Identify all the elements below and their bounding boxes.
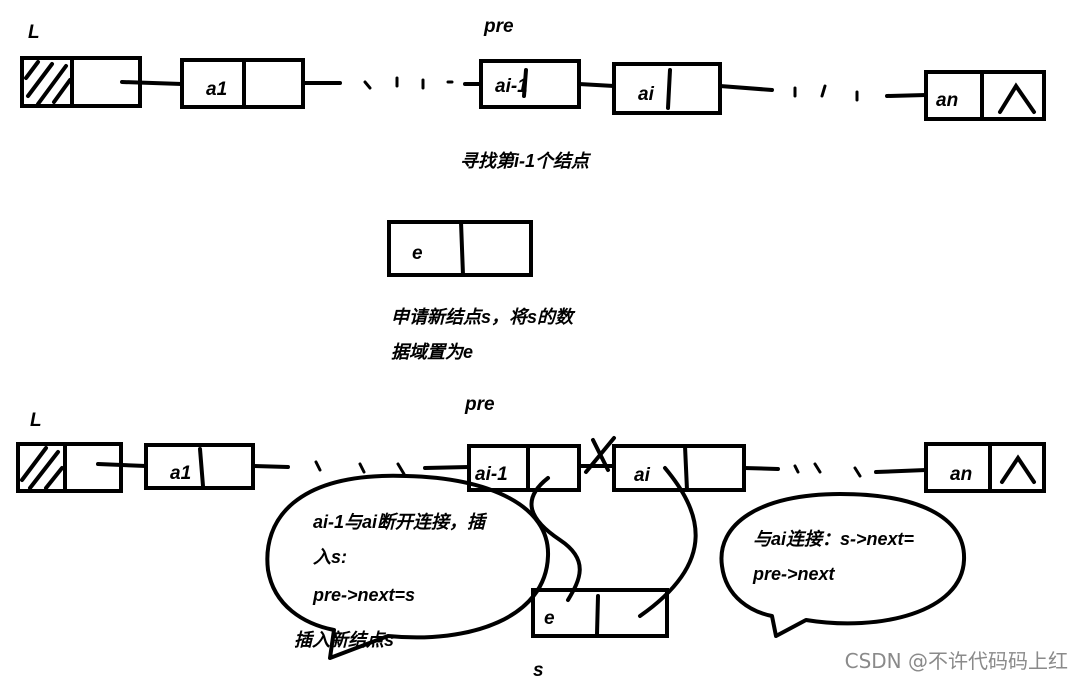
bottom-link-into-ai-1	[423, 465, 471, 470]
top-ellipsis-1	[363, 76, 454, 90]
bottom-ellipsis-2	[793, 462, 862, 478]
top-node-ai-label: ai	[638, 84, 655, 105]
bottom-link-ai-out	[742, 466, 780, 471]
bubble-left-tail-text: 插入新结点s	[294, 630, 394, 650]
bubble-right-line1: 与ai连接：s->next=	[753, 529, 915, 549]
bottom-link-into-an	[874, 468, 928, 474]
bottom-node-a1: a1	[144, 443, 255, 490]
bottom-new-node-label: e	[544, 608, 555, 629]
bottom-pre-label: pre	[464, 394, 495, 415]
top-node-a1-label: a1	[206, 79, 227, 100]
bottom-node-ai-1: ai-1	[467, 444, 581, 492]
top-node-ai: ai	[612, 62, 722, 115]
bottom-row: L pre a1 ai-1	[16, 394, 1046, 681]
bottom-head-node	[16, 442, 123, 493]
bottom-s-label: s	[533, 660, 544, 681]
bottom-node-an-label: an	[950, 464, 972, 485]
bottom-link-a1-out	[251, 464, 290, 469]
bottom-node-ai-label: ai	[634, 465, 651, 486]
bubble-left-line3: pre->next=s	[312, 585, 415, 605]
top-node-ai-1: ai-1	[479, 59, 581, 109]
top-node-a1: a1	[180, 58, 305, 109]
cut-mark-icon	[584, 436, 616, 474]
bottom-null-icon	[1000, 454, 1036, 484]
bottom-link-head-a1	[96, 462, 148, 468]
bottom-node-an: an	[924, 442, 1046, 493]
top-link-head-a1	[120, 80, 184, 86]
top-link-into-an	[885, 93, 928, 98]
speech-bubble-right: 与ai连接：s->next= pre->next	[719, 492, 967, 638]
top-row: L pre a1 ai-1	[20, 16, 1046, 171]
bubble-left-line2: 入s:	[313, 547, 347, 567]
top-head-label: L	[28, 22, 40, 43]
middle-caption-line2: 据域置为e	[391, 342, 473, 362]
link-pre-to-s	[529, 476, 582, 602]
bottom-node-a1-label: a1	[170, 463, 191, 484]
bubble-right-line2: pre->next	[752, 564, 836, 584]
top-link-ai-out	[718, 84, 774, 92]
top-caption: 寻找第i-1个结点	[460, 151, 592, 171]
bottom-head-label: L	[30, 410, 42, 431]
speech-bubble-left: ai-1与ai断开连接，插 入s: pre->next=s 插入新结点s	[265, 473, 551, 660]
bottom-node-ai-1-label: ai-1	[475, 464, 508, 485]
bottom-ellipsis-1	[314, 460, 406, 476]
top-link-ai-1-ai	[577, 82, 616, 88]
middle-section: e 申请新结点s，将s的数 据域置为e	[387, 220, 576, 362]
top-pre-label: pre	[483, 16, 514, 37]
link-s-to-ai	[638, 466, 698, 618]
top-node-ai-1-label: ai-1	[495, 76, 528, 97]
top-ellipsis-2	[793, 84, 859, 102]
top-node-an: an	[924, 70, 1046, 121]
middle-caption-line1: 申请新结点s，将s的数	[391, 307, 576, 327]
top-null-icon	[998, 82, 1036, 114]
middle-new-node-label: e	[412, 243, 423, 264]
middle-new-node: e	[387, 220, 533, 277]
watermark-text: CSDN @不许代码码上红	[845, 649, 1068, 673]
bubble-left-line1: ai-1与ai断开连接，插	[313, 512, 488, 532]
top-node-an-label: an	[936, 90, 958, 111]
